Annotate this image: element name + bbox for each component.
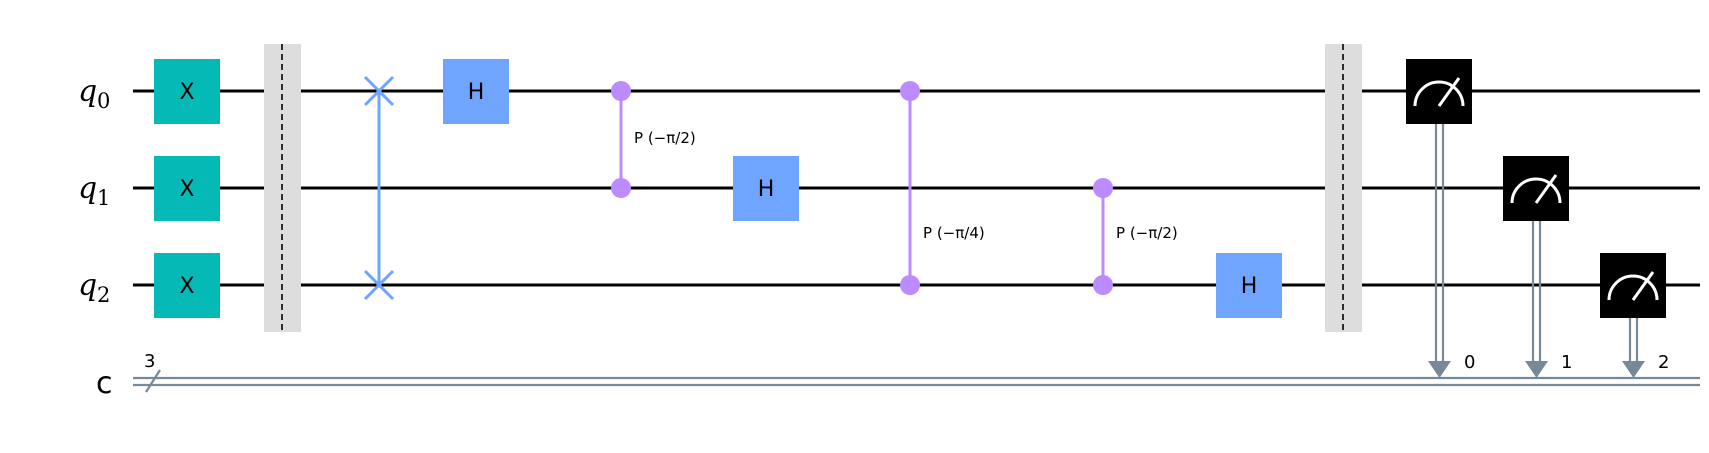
svg-text:H: H [758,177,775,202]
x-gate-q1: X [154,156,220,221]
control-dot [611,178,631,198]
classical-bundle-size: 3 [144,351,155,372]
measure-q1: 1 [1503,156,1572,378]
control-dot [611,81,631,101]
control-dot [900,275,920,295]
wire-label-q1: q 1 [78,171,110,210]
wire-label-q0: q 0 [78,74,110,113]
svg-text:q: q [78,171,97,206]
x-gate-q0: X [154,59,220,124]
svg-text:X: X [179,274,194,299]
cp-label: P (−π/2) [634,129,696,147]
cp-gate-q0-q1: P (−π/2) [611,81,696,198]
wire-label-q2: q 2 [78,268,110,307]
classical-bit-label: 2 [1658,352,1669,373]
h-gate-q1: H [733,156,799,221]
svg-text:q: q [78,74,97,109]
barrier-1 [264,44,301,332]
x-gate-q2: X [154,253,220,318]
swap-cross-q0 [363,75,395,107]
control-dot [1093,178,1113,198]
control-dot [1093,275,1113,295]
meter-icon [1510,177,1562,204]
wire-label-c: c [96,366,113,401]
svg-text:q: q [78,268,97,303]
barrier-2 [1325,44,1362,332]
swap-gate [363,75,395,301]
h-gate-q0: H [443,59,509,124]
control-dot [900,81,920,101]
classical-bundle-slash [145,369,161,393]
svg-text:X: X [179,177,194,202]
measure-q0: 0 [1406,59,1475,378]
cp-gate-q0-q2: P (−π/4) [900,81,985,295]
meter-icon [1607,274,1659,301]
measure-q2: 2 [1600,253,1669,378]
svg-text:0: 0 [97,89,110,113]
classical-bit-label: 1 [1561,352,1572,373]
h-gate-q2: H [1216,253,1282,318]
cp-label: P (−π/4) [923,224,985,242]
svg-text:H: H [468,80,485,105]
svg-text:1: 1 [97,186,110,210]
svg-text:2: 2 [97,283,110,307]
swap-cross-q2 [363,269,395,301]
cp-gate-q1-q2: P (−π/2) [1093,178,1178,295]
cp-label: P (−π/2) [1116,224,1178,242]
svg-text:H: H [1241,274,1258,299]
meter-icon [1413,80,1465,107]
svg-text:X: X [179,80,194,105]
classical-bit-label: 0 [1464,352,1475,373]
